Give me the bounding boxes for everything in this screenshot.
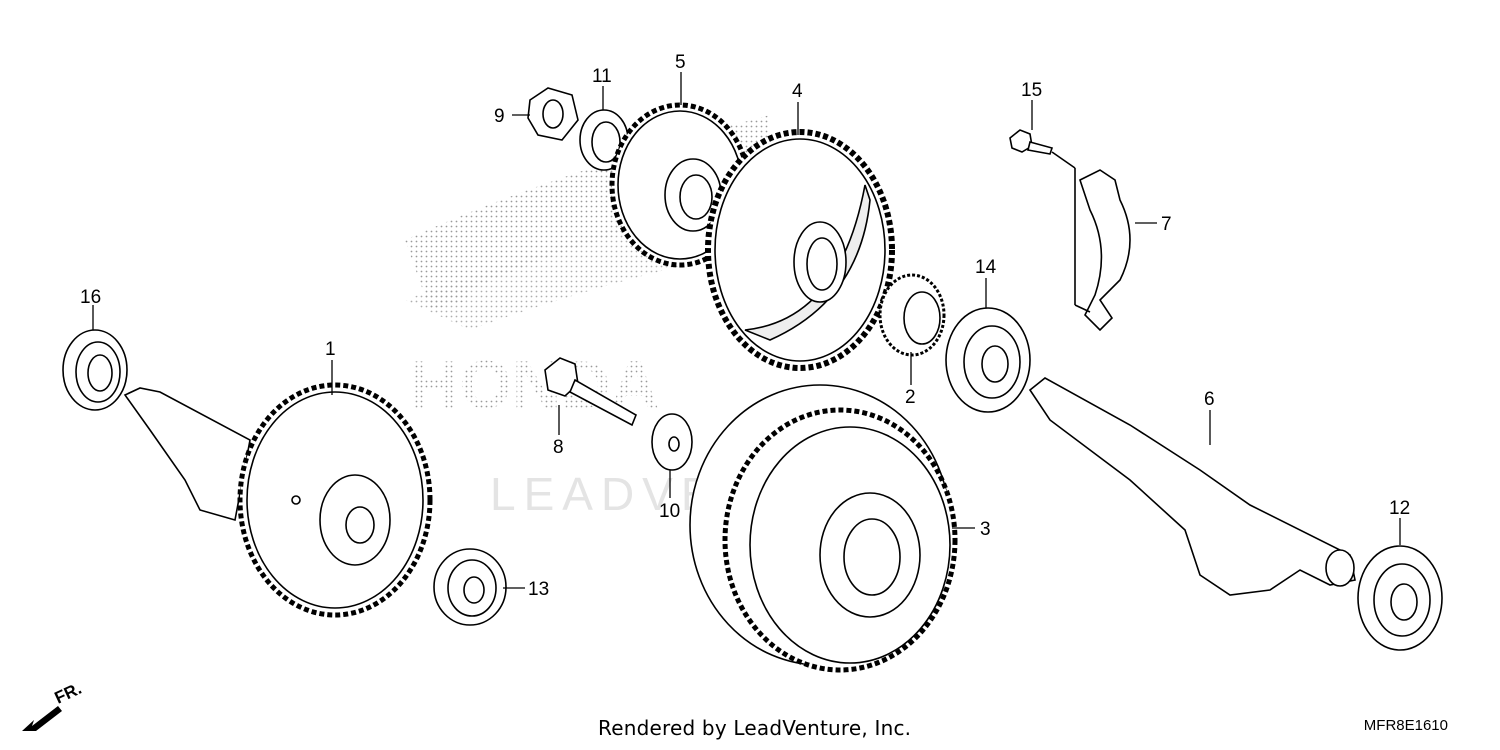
part-9-nut[interactable]	[527, 87, 579, 141]
part-10-washer[interactable]	[651, 413, 693, 471]
part-1-shaft-gear[interactable]	[123, 382, 433, 618]
callout-11: 11	[592, 66, 612, 87]
part-16-bearing[interactable]	[62, 329, 128, 411]
callout-15: 15	[1021, 80, 1042, 101]
part-11-washer[interactable]	[579, 109, 629, 171]
part-2-needle-bearing[interactable]	[878, 273, 946, 357]
render-credit: Rendered by LeadVenture, Inc.	[598, 716, 912, 740]
callout-8: 8	[553, 437, 564, 458]
part-5-gear[interactable]	[609, 102, 751, 268]
callout-2: 2	[905, 387, 916, 408]
part-3-clutch-drum[interactable]	[689, 384, 958, 673]
callout-1: 1	[325, 339, 336, 360]
part-15-bolt[interactable]	[1009, 129, 1054, 155]
callout-13: 13	[528, 579, 549, 600]
callout-4: 4	[792, 81, 803, 102]
part-4-gear[interactable]	[705, 129, 895, 371]
callout-leaders	[92, 72, 1401, 589]
front-direction-indicator: FR.	[22, 679, 85, 731]
part-6-shaft[interactable]	[1028, 377, 1356, 596]
part-13-bearing[interactable]	[433, 548, 507, 626]
callout-14: 14	[975, 257, 997, 278]
part-14-bearing[interactable]	[945, 307, 1031, 413]
part-12-bearing[interactable]	[1357, 545, 1443, 651]
callout-9: 9	[494, 106, 505, 127]
callout-10: 10	[659, 501, 680, 522]
fr-label: FR.	[52, 679, 85, 708]
callout-3: 3	[980, 519, 991, 540]
callout-16: 16	[80, 287, 101, 308]
callout-7: 7	[1161, 214, 1172, 235]
callout-12: 12	[1389, 498, 1410, 519]
arrow-icon	[22, 706, 62, 731]
diagram-code: MFR8E1610	[1363, 717, 1448, 734]
part-7-bracket[interactable]	[1051, 151, 1131, 332]
callout-5: 5	[675, 52, 686, 73]
callout-labels: 16 1 2 3 4 5 6 7 8 9 10 11 12 13 14 15	[80, 52, 1410, 600]
part-8-bolt[interactable]	[544, 357, 638, 427]
callout-6: 6	[1204, 389, 1215, 410]
